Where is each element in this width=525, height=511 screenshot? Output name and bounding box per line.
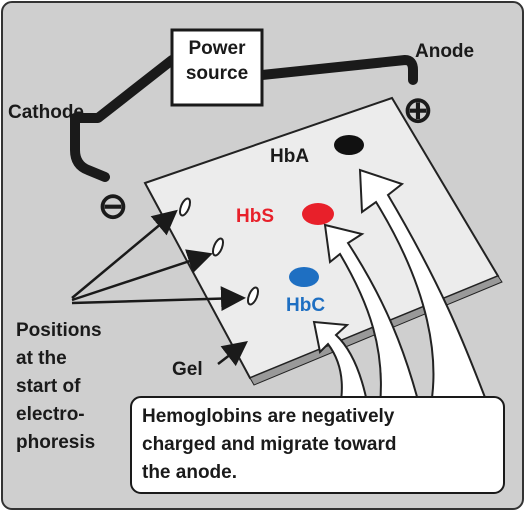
pointer-well-2	[71, 249, 213, 302]
well-1	[178, 197, 192, 217]
pointer-well-1	[71, 209, 178, 299]
well-3	[246, 286, 260, 306]
anode-label: Anode	[415, 41, 474, 62]
positions-label-line5: phoresis	[16, 432, 95, 453]
callout-line3: the anode.	[142, 462, 237, 483]
well-2	[211, 237, 225, 257]
positions-label-line4: electro-	[16, 404, 85, 425]
hbc-label: HbC	[286, 295, 325, 316]
arrow-to-hbs	[323, 223, 422, 410]
arrow-to-hba	[358, 168, 490, 412]
power-source-box	[170, 28, 264, 107]
pointer-gel	[217, 340, 248, 367]
band-hbs	[302, 203, 334, 225]
power-source-line2: source	[186, 63, 248, 84]
positions-label-line1: Positions	[16, 320, 102, 341]
cathode-minus-icon: ⊖	[98, 185, 128, 226]
anode-wire	[257, 55, 418, 85]
cathode-label: Cathode	[8, 102, 84, 123]
pointer-well-3	[71, 286, 246, 312]
band-hba	[334, 135, 364, 155]
cathode-wire	[70, 55, 177, 182]
positions-label-line3: start of	[16, 376, 81, 397]
band-hbc	[289, 267, 319, 287]
callout-line1: Hemoglobins are negatively	[142, 406, 395, 427]
gel-label: Gel	[172, 359, 203, 380]
power-source-line1: Power	[188, 38, 246, 59]
callout-line2: charged and migrate toward	[142, 434, 396, 455]
callout-box	[130, 396, 505, 494]
arrow-to-hbc	[312, 320, 370, 408]
positions-label-line2: at the	[16, 348, 67, 369]
hbs-label: HbS	[236, 206, 274, 227]
hba-label: HbA	[270, 146, 309, 167]
